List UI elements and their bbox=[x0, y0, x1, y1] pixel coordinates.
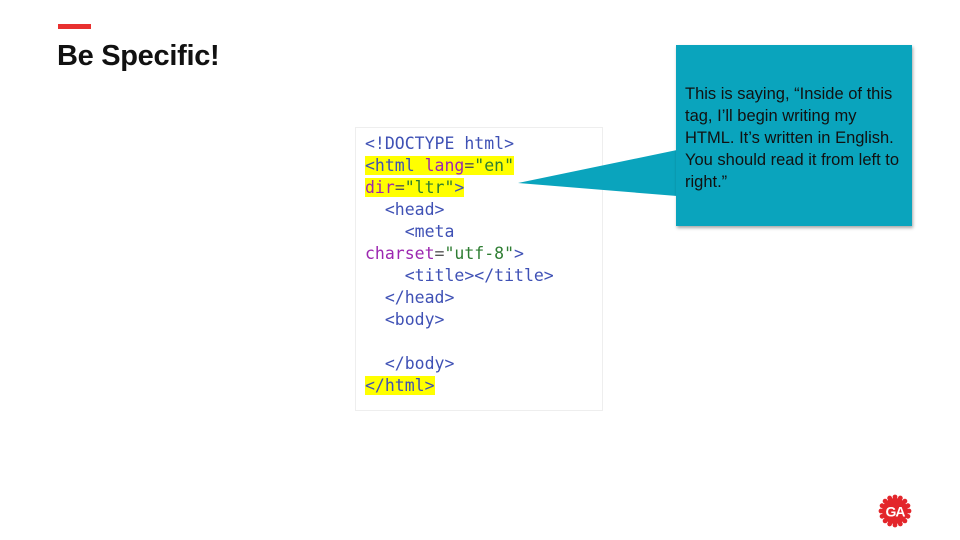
ga-logo: GA bbox=[878, 494, 912, 528]
code-line: dir="ltr"> bbox=[365, 177, 554, 199]
code-token-tag: > bbox=[514, 244, 524, 263]
code-token-tag: <head> bbox=[365, 200, 445, 219]
code-token-attr: lang bbox=[424, 156, 465, 175]
code-token-eq: = bbox=[394, 178, 405, 197]
code-text: </body> bbox=[365, 354, 455, 373]
code-line: <meta bbox=[365, 221, 554, 243]
code-token-tag: </html> bbox=[365, 376, 435, 395]
code-line: </head> bbox=[365, 287, 554, 309]
code-token-tag: > bbox=[454, 178, 465, 197]
code-line: <!DOCTYPE html> bbox=[365, 133, 554, 155]
code-line: <head> bbox=[365, 199, 554, 221]
code-text: <!DOCTYPE html> bbox=[365, 134, 514, 153]
code-text: charset="utf-8"> bbox=[365, 244, 524, 263]
code-token-tag: <html bbox=[365, 156, 425, 175]
highlighted-code: <html lang="en" bbox=[365, 156, 515, 175]
code-text: <meta bbox=[365, 222, 455, 241]
code-line: <title></title> bbox=[365, 265, 554, 287]
highlighted-code: </html> bbox=[365, 376, 435, 395]
code-token-str: "en" bbox=[474, 156, 515, 175]
code-line: </html> bbox=[365, 375, 554, 397]
code-token-tag: <!DOCTYPE html> bbox=[365, 134, 515, 153]
code-text: <head> bbox=[365, 200, 445, 219]
code-text: <body> bbox=[365, 310, 445, 329]
code-token-eq: = bbox=[434, 244, 445, 263]
code-snippet: <!DOCTYPE html><html lang="en"dir="ltr">… bbox=[365, 133, 554, 397]
code-token-tag: <body> bbox=[365, 310, 445, 329]
code-token-tag: <meta bbox=[365, 222, 455, 241]
code-token-str: "ltr" bbox=[404, 178, 455, 197]
title-accent-bar bbox=[58, 24, 91, 29]
code-line: charset="utf-8"> bbox=[365, 243, 554, 265]
code-token-attr: dir bbox=[365, 178, 395, 197]
code-text: <title></title> bbox=[365, 266, 554, 285]
code-token-eq: = bbox=[464, 156, 475, 175]
code-token-tag: <title></title> bbox=[365, 266, 554, 285]
callout-text: This is saying, “Inside of this tag, I’l… bbox=[685, 85, 900, 191]
code-token-str: "utf-8" bbox=[444, 244, 515, 263]
code-token-attr: charset bbox=[365, 244, 435, 263]
slide-title: Be Specific! bbox=[57, 40, 220, 72]
code-line: <html lang="en" bbox=[365, 155, 554, 177]
svg-text:GA: GA bbox=[886, 504, 906, 520]
callout-box bbox=[676, 45, 912, 226]
highlighted-code: dir="ltr"> bbox=[365, 178, 465, 197]
code-text: </head> bbox=[365, 288, 455, 307]
code-line: <body> bbox=[365, 309, 554, 331]
code-line: </body> bbox=[365, 353, 554, 375]
code-token-tag: </body> bbox=[365, 354, 455, 373]
code-token-tag: </head> bbox=[365, 288, 455, 307]
